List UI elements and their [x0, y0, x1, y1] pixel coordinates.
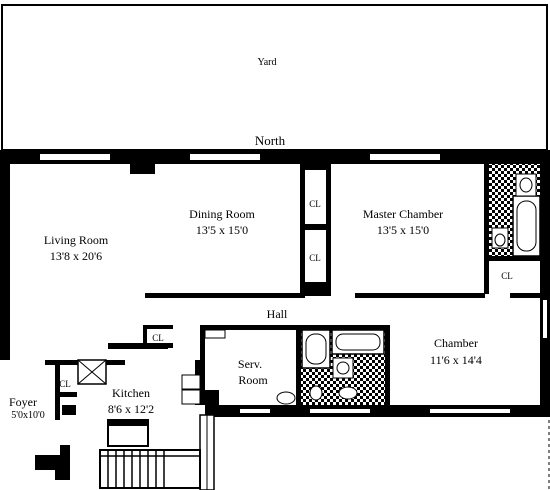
foyer-size: 5'0x10'0: [11, 410, 45, 421]
service-stairs: [99, 414, 215, 490]
yard-label: Yard: [258, 57, 277, 68]
dining-room-name: Dining Room: [189, 207, 255, 221]
kitchen-name: Kitchen: [112, 386, 150, 400]
closet-label: CL: [309, 199, 321, 209]
foyer-name: Foyer: [9, 395, 37, 409]
dining-room-size: 13'5 x 15'0: [196, 223, 248, 237]
kitchen-size: 8'6 x 12'2: [108, 402, 154, 416]
closet-label: CL: [309, 253, 321, 263]
hall-bathroom: [301, 329, 385, 405]
serv-room-line1: Serv.: [238, 357, 262, 371]
east-wall: [540, 164, 550, 414]
west-wall: [0, 164, 10, 360]
yard-area: [1, 4, 548, 151]
living-room-size: 13'8 x 20'6: [50, 249, 102, 263]
chamber-size: 11'6 x 14'4: [430, 353, 482, 367]
master-bathroom: [489, 164, 541, 257]
closet-label: CL: [501, 271, 513, 281]
north-label: North: [255, 133, 286, 148]
south-wall: [205, 405, 550, 417]
kitchen-fixtures: [77, 359, 149, 447]
north-wall: [0, 150, 550, 164]
master-chamber-size: 13'5 x 15'0: [377, 223, 429, 237]
closet-label: CL: [152, 333, 164, 343]
living-room-name: Living Room: [44, 233, 109, 247]
master-chamber-name: Master Chamber: [363, 207, 443, 221]
chamber-name: Chamber: [434, 336, 478, 350]
hall-label: Hall: [267, 307, 288, 321]
serv-room-fixtures: [181, 329, 296, 405]
serv-room-line2: Room: [238, 373, 268, 387]
closet-label: CL: [59, 379, 71, 389]
interior-walls: [35, 164, 542, 480]
